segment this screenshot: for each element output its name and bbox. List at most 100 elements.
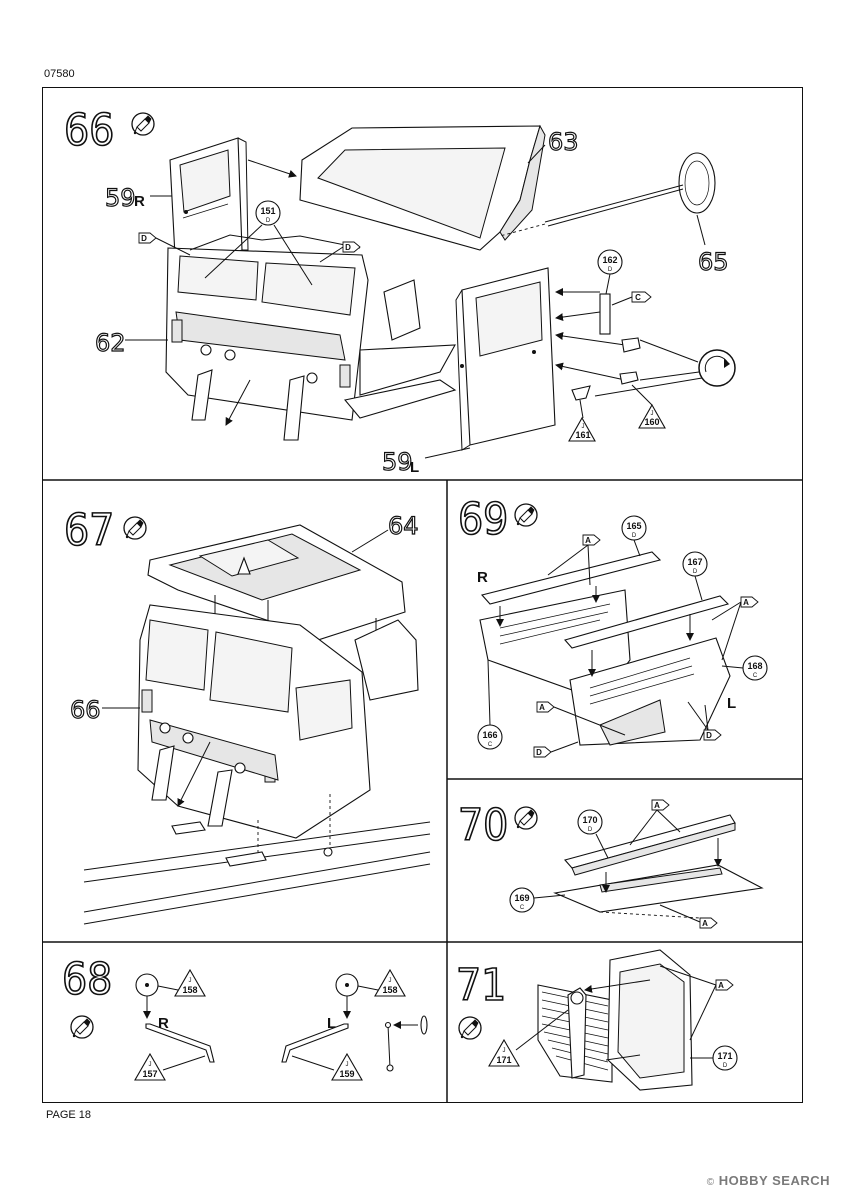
- callout-160-sub: J: [651, 411, 654, 417]
- glue-icon: [458, 1016, 482, 1040]
- callout-158-left-number: 158: [382, 985, 397, 995]
- tag-d-left-letter: D: [141, 234, 147, 243]
- tag-d-bottom-left-letter: D: [536, 748, 542, 757]
- tag-a-bottom-70-letter: A: [702, 919, 708, 928]
- callout-166-sub: C: [488, 742, 493, 748]
- step-67: 67 64 66: [63, 504, 431, 925]
- step-68-right-side: R: [158, 1015, 169, 1032]
- callout-162-number: 162: [602, 255, 617, 265]
- step-70-number: 70: [458, 800, 508, 851]
- part-59-right-side: R: [134, 193, 145, 210]
- step-71: 71 A 171 J 171 D: [455, 949, 738, 1091]
- tag-c-letter: C: [635, 293, 641, 302]
- step-68-number: 68: [62, 954, 112, 1005]
- callout-168-sub: C: [753, 673, 758, 679]
- callout-158-right-number: 158: [182, 985, 197, 995]
- callout-158-left-sub: J: [389, 978, 392, 984]
- callout-167-number: 167: [687, 557, 702, 567]
- callout-158-left: 158 J: [357, 968, 406, 997]
- step-69-number: 69: [458, 494, 508, 545]
- step-69: 69 R L 165 D A 167 D: [457, 493, 768, 758]
- tag-a-71-letter: A: [718, 981, 724, 990]
- callout-171-circle-number: 171: [717, 1051, 732, 1061]
- tag-d-bottom-right-letter: D: [706, 731, 712, 740]
- callout-171-triangle-number: 171: [496, 1055, 511, 1065]
- callout-170-number: 170: [582, 815, 597, 825]
- glue-icon: [123, 516, 147, 540]
- step-68-left-side: L: [327, 1015, 336, 1032]
- tag-a-right: A: [711, 596, 759, 661]
- part-59-left-number: 59: [382, 448, 413, 476]
- callout-159-number: 159: [339, 1069, 354, 1079]
- watermark-mark: ©: [706, 1177, 715, 1188]
- callout-161-number: 161: [575, 430, 590, 440]
- callout-169-number: 169: [514, 893, 529, 903]
- callout-159-sub: J: [346, 1062, 349, 1068]
- tag-a-top-letter: A: [585, 536, 591, 545]
- glue-icon: [131, 112, 155, 136]
- callout-167: 167 D: [682, 551, 708, 601]
- tag-a-right-letter: A: [743, 598, 749, 607]
- step-66-number: 66: [64, 105, 114, 156]
- step-70: 70 170 D A 169 C A: [457, 799, 764, 929]
- watermark-brand: HOBBY SEARCH: [718, 1173, 830, 1188]
- tag-d-right: D: [319, 241, 361, 263]
- callout-166-number: 166: [482, 730, 497, 740]
- callout-169-sub: C: [520, 905, 525, 911]
- tag-a-mid: A: [536, 701, 626, 736]
- part-66-number: 66: [70, 696, 101, 724]
- callout-151: 151 D: [204, 200, 313, 286]
- callout-157: 157 J: [134, 1052, 206, 1081]
- step-67-number: 67: [64, 505, 114, 556]
- callout-160-number: 160: [644, 417, 659, 427]
- tag-d-right-letter: D: [345, 243, 351, 252]
- tag-a-mid-letter: A: [539, 703, 545, 712]
- page-number: PAGE 18: [46, 1109, 92, 1121]
- callout-165: 165 D: [621, 515, 647, 557]
- tag-a-bottom-70: A: [659, 904, 718, 929]
- callout-171-triangle-sub: J: [503, 1048, 506, 1054]
- callout-165-number: 165: [626, 521, 641, 531]
- callout-158-right: 158 J: [157, 968, 206, 997]
- step-66: 66 59 R 63 65: [63, 104, 736, 477]
- part-63-number: 63: [548, 128, 579, 156]
- step-68: 68 R L 158 J 157 J 158 J: [61, 953, 428, 1081]
- callout-151-sub: D: [266, 218, 271, 224]
- tag-d-bottom-right: D: [687, 701, 722, 741]
- callout-157-sub: J: [149, 1062, 152, 1068]
- callout-167-sub: D: [693, 569, 698, 575]
- callout-169: 169 C: [509, 887, 566, 913]
- part-64-number: 64: [388, 512, 419, 540]
- glue-icon: [70, 1015, 94, 1039]
- tag-a-71: A: [659, 965, 734, 1041]
- watermark: © HOBBY SEARCH: [707, 1173, 830, 1188]
- callout-170-sub: D: [588, 827, 593, 833]
- callout-165-sub: D: [632, 533, 637, 539]
- tag-d-bottom-left: D: [533, 741, 579, 758]
- callout-161-sub: J: [582, 424, 585, 430]
- callout-171-triangle: 171 J: [488, 1009, 569, 1067]
- tag-a-top-70: A: [629, 799, 681, 846]
- tag-a-top: A: [547, 534, 601, 586]
- glue-icon: [514, 806, 538, 830]
- tag-d-left: D: [138, 232, 191, 256]
- step-71-number: 71: [456, 960, 506, 1011]
- callout-171-circle: 171 D: [690, 1045, 738, 1071]
- callout-171-circle-sub: D: [723, 1063, 728, 1069]
- callout-160: 160 J: [631, 384, 666, 429]
- instruction-frame: [42, 87, 803, 1103]
- tag-a-top-70-letter: A: [654, 801, 660, 810]
- callout-168: 168 C: [721, 655, 768, 681]
- callout-157-number: 157: [142, 1069, 157, 1079]
- callout-161: 161 J: [568, 399, 596, 442]
- callout-162: 162 D: [597, 249, 623, 295]
- part-59-left-side: L: [410, 459, 419, 476]
- document-code: 07580: [44, 68, 75, 80]
- callout-166: 166 C: [477, 659, 503, 750]
- callout-159: 159 J: [291, 1052, 363, 1081]
- part-59-right-number: 59: [105, 184, 136, 212]
- callout-170: 170 D: [577, 809, 609, 859]
- callout-168-number: 168: [747, 661, 762, 671]
- callout-162-sub: D: [608, 267, 613, 273]
